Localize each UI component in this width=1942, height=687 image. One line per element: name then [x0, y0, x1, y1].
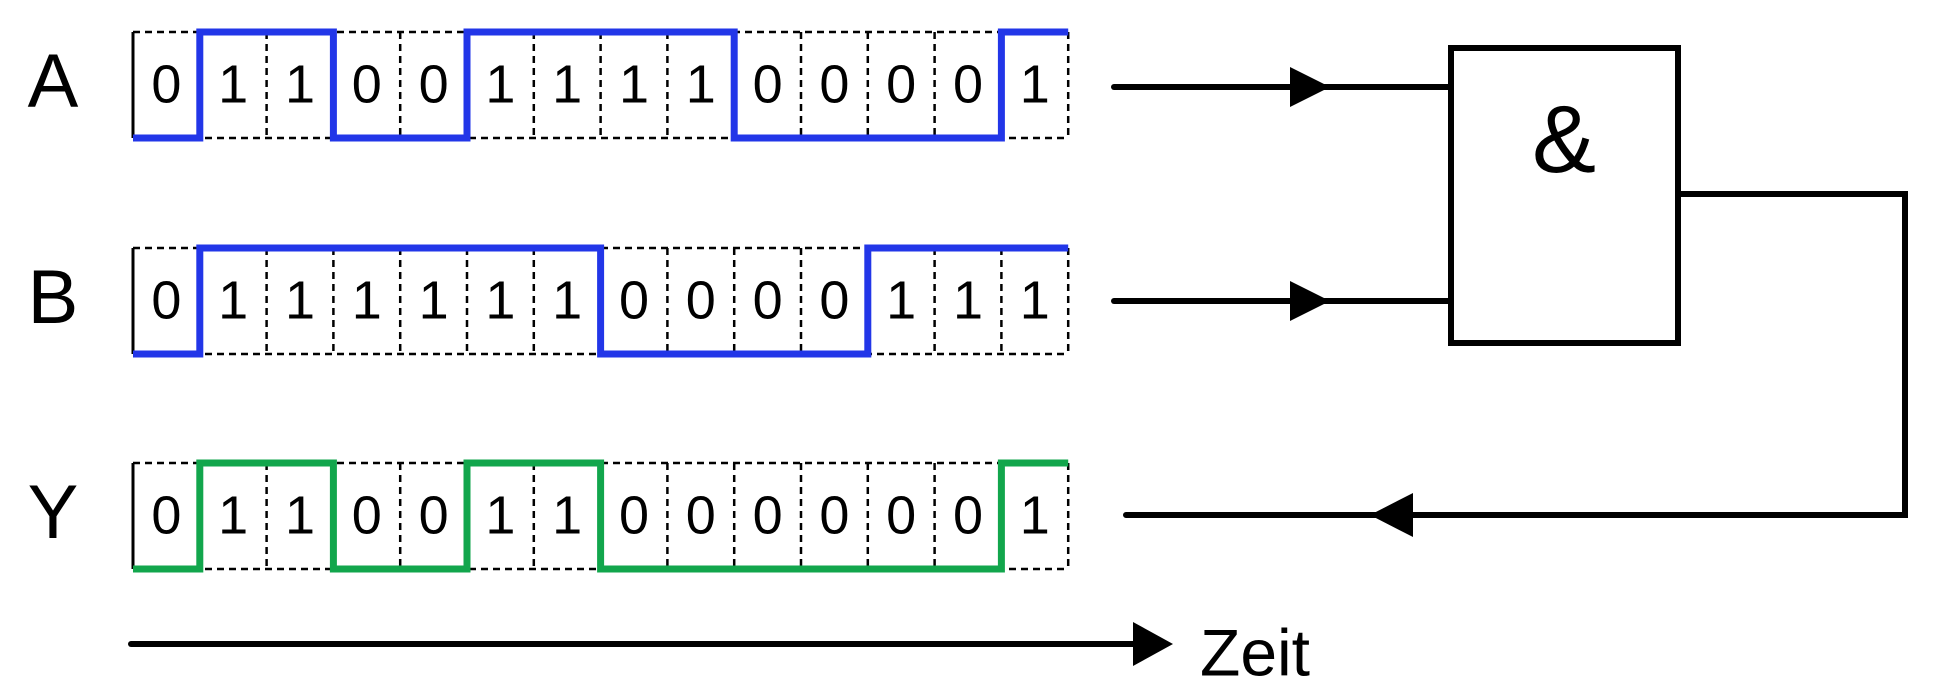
output-y-wire — [1123, 191, 1908, 537]
bit-value: 1 — [886, 270, 916, 330]
bit-value: 1 — [285, 54, 315, 114]
bit-value: 0 — [886, 485, 916, 545]
bit-value: 1 — [953, 270, 983, 330]
bit-value: 1 — [552, 54, 582, 114]
bit-value: 1 — [1020, 485, 1050, 545]
bit-value: 0 — [619, 485, 649, 545]
input-b-arrow-icon — [1290, 281, 1330, 321]
bit-value: 1 — [218, 270, 248, 330]
signal-label-y: Y — [28, 470, 79, 555]
bit-value: 0 — [352, 54, 382, 114]
and-gate: & — [1448, 45, 1681, 346]
bit-value: 0 — [686, 485, 716, 545]
bit-value: 0 — [819, 270, 849, 330]
bit-value: 0 — [619, 270, 649, 330]
bit-value: 0 — [753, 54, 783, 114]
bit-value: 0 — [419, 485, 449, 545]
bit-value: 0 — [886, 54, 916, 114]
signal-label-b: B — [28, 255, 79, 340]
bit-value: 1 — [552, 485, 582, 545]
input-a-wire — [1111, 67, 1454, 107]
bit-value: 1 — [218, 485, 248, 545]
bit-value: 1 — [1020, 54, 1050, 114]
input-b-wire — [1111, 281, 1454, 321]
bit-value: 0 — [753, 485, 783, 545]
bit-value: 1 — [485, 54, 515, 114]
bit-value: 0 — [151, 270, 181, 330]
bit-value: 0 — [753, 270, 783, 330]
input-a-arrow-icon — [1290, 67, 1330, 107]
waveform-b — [133, 244, 1069, 358]
bit-value: 1 — [285, 270, 315, 330]
bit-value: 1 — [686, 54, 716, 114]
bit-value: 0 — [686, 270, 716, 330]
bit-value: 1 — [218, 54, 248, 114]
time-axis: Zeit — [128, 615, 1310, 687]
bit-value: 0 — [953, 485, 983, 545]
bit-value: 0 — [419, 54, 449, 114]
waveform-y — [133, 459, 1069, 573]
signal-label-a: A — [28, 39, 79, 124]
bit-value: 0 — [352, 485, 382, 545]
bit-value: 1 — [485, 485, 515, 545]
bit-value: 1 — [1020, 270, 1050, 330]
bit-value: 1 — [419, 270, 449, 330]
time-axis-label: Zeit — [1200, 615, 1310, 682]
bit-cell-grid — [131, 30, 1070, 140]
bit-value: 1 — [552, 270, 582, 330]
bit-value: 1 — [619, 54, 649, 114]
bit-value: 1 — [285, 485, 315, 545]
bit-value: 1 — [485, 270, 515, 330]
bit-value: 1 — [352, 270, 382, 330]
bit-value: 0 — [819, 485, 849, 545]
waveform-a — [133, 28, 1069, 142]
time-axis-arrow-icon — [1133, 622, 1173, 666]
bit-value: 0 — [819, 54, 849, 114]
and-gate-symbol: & — [1532, 86, 1596, 193]
bit-value: 0 — [151, 54, 181, 114]
bit-value: 0 — [151, 485, 181, 545]
output-y-arrow-icon — [1370, 493, 1413, 537]
bit-value: 0 — [953, 54, 983, 114]
